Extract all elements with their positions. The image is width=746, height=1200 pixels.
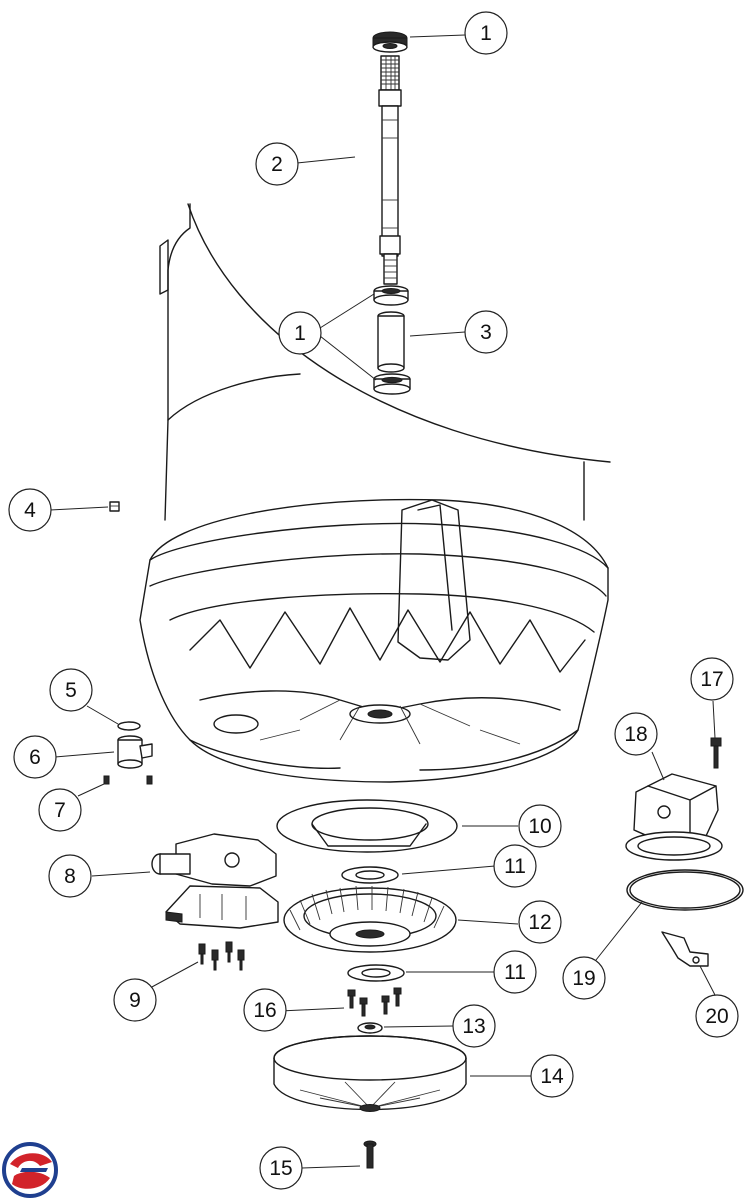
part-13-nut <box>357 1022 383 1034</box>
callout-17: 17 <box>690 657 734 701</box>
part-9-screws <box>198 941 245 971</box>
part-10-mounting-ring <box>276 799 458 853</box>
svg-text:10: 10 <box>528 815 551 838</box>
callout-10: 10 <box>518 804 562 848</box>
svg-text:5: 5 <box>65 679 77 702</box>
svg-text:2: 2 <box>271 153 283 176</box>
part-17-screw <box>710 737 722 769</box>
callout-18: 18 <box>614 712 658 756</box>
svg-text:19: 19 <box>572 967 595 990</box>
part-11-upper-washer <box>341 866 399 884</box>
callout-16: 16 <box>243 988 287 1032</box>
callout-11-upper: 11 <box>493 844 537 888</box>
svg-text:9: 9 <box>129 989 141 1012</box>
svg-text:4: 4 <box>24 499 36 522</box>
part-1-upper-bearing <box>373 285 409 306</box>
callout-14: 14 <box>530 1054 574 1098</box>
part-18-valve-cover <box>625 773 723 861</box>
leader-lines <box>49 34 716 1169</box>
callout-4: 4 <box>8 488 52 532</box>
part-14-rotor <box>273 1035 467 1112</box>
svg-text:13: 13 <box>462 1015 485 1038</box>
callout-1-top: 1 <box>464 11 508 55</box>
part-11-lower-washer <box>347 964 405 982</box>
outer-tub-outline <box>159 203 611 521</box>
svg-text:14: 14 <box>540 1065 564 1088</box>
callout-15: 15 <box>259 1146 303 1190</box>
brand-logo <box>2 1142 58 1198</box>
svg-text:15: 15 <box>269 1157 292 1180</box>
part-16-bolts <box>347 987 402 1017</box>
callout-2: 2 <box>255 142 299 186</box>
callout-3: 3 <box>464 310 508 354</box>
part-5-o-ring <box>117 721 141 731</box>
callout-13: 13 <box>452 1004 496 1048</box>
svg-text:6: 6 <box>29 746 41 769</box>
callout-8: 8 <box>48 854 92 898</box>
svg-text:18: 18 <box>624 723 647 746</box>
svg-text:20: 20 <box>705 1005 728 1028</box>
callout-11-lower: 11 <box>493 950 537 994</box>
svg-text:1: 1 <box>480 22 492 45</box>
callout-6: 6 <box>13 735 57 779</box>
svg-text:8: 8 <box>64 865 76 888</box>
part-1-top-seal <box>372 31 408 53</box>
callout-7: 7 <box>38 788 82 832</box>
part-3-sleeve <box>377 311 405 373</box>
part-7-screws <box>103 775 153 785</box>
svg-text:17: 17 <box>700 668 723 691</box>
part-19-gasket-ring <box>626 869 744 911</box>
part-12-stator <box>283 885 457 953</box>
callout-20: 20 <box>695 994 739 1038</box>
wash-tub <box>139 498 609 783</box>
part-1-lower-bearing <box>373 373 411 395</box>
svg-text:12: 12 <box>528 911 551 934</box>
callout-12: 12 <box>518 900 562 944</box>
svg-text:3: 3 <box>480 321 492 344</box>
svg-text:11: 11 <box>504 855 526 878</box>
callout-19: 19 <box>562 956 606 1000</box>
part-20-clip <box>661 931 709 967</box>
callout-9: 9 <box>113 978 157 1022</box>
svg-text:7: 7 <box>54 799 66 822</box>
svg-text:16: 16 <box>253 999 276 1022</box>
part-6-fitting <box>117 735 153 769</box>
svg-text:1: 1 <box>294 322 306 345</box>
callout-5: 5 <box>49 668 93 712</box>
svg-text:11: 11 <box>504 961 526 984</box>
callout-1-middle: 1 <box>278 311 322 355</box>
part-8-pump-assembly <box>151 833 279 929</box>
part-4-clip <box>109 501 120 512</box>
part-2-shaft <box>378 55 402 285</box>
part-15-bolt <box>363 1140 377 1169</box>
